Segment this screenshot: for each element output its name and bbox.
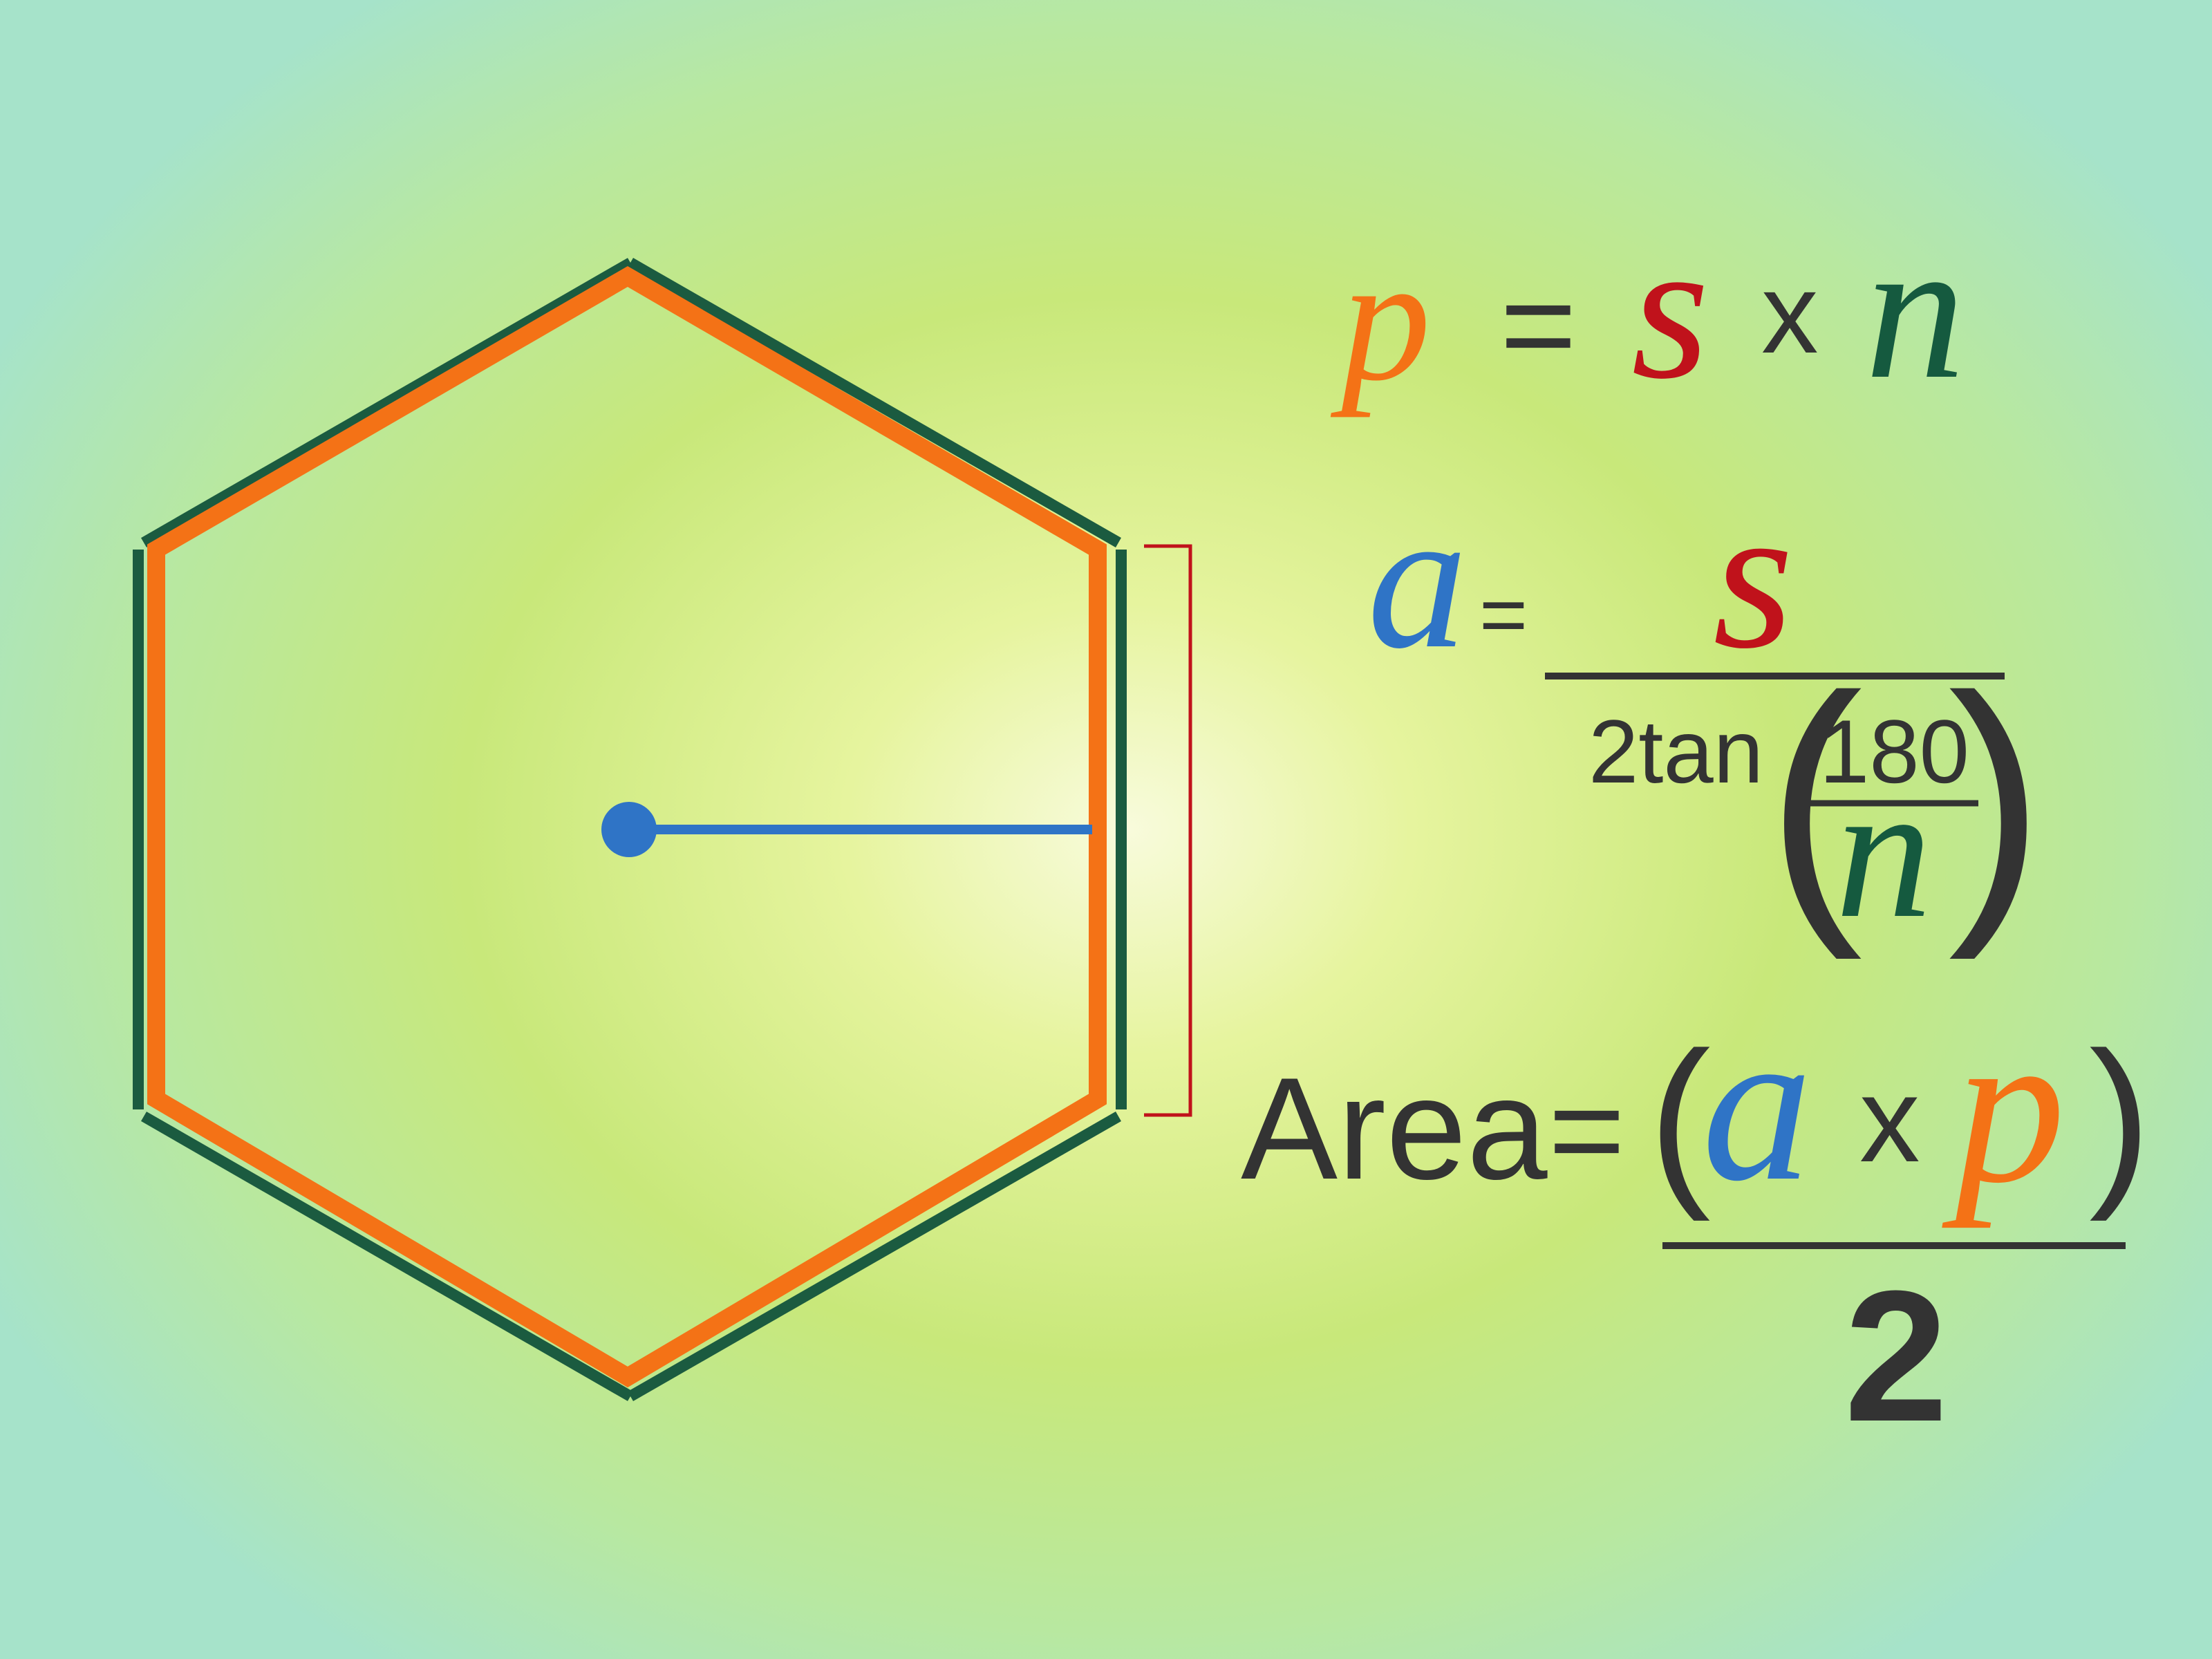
- apothem-symbol-a: a: [1367, 468, 1468, 690]
- area-times: x: [1859, 1053, 1920, 1188]
- area-symbol-a: a: [1702, 982, 1812, 1227]
- apothem-right-paren: ): [1948, 637, 2045, 962]
- hexagon-perimeter: [147, 265, 1107, 1388]
- perimeter-equals: =: [1500, 252, 1577, 398]
- apothem-left-paren: (: [1766, 637, 1863, 962]
- apothem-inner-numerator-180: 180: [1819, 701, 1969, 802]
- apothem-denominator-2tan: 2tan: [1588, 701, 1763, 802]
- area-symbol-p: p: [1941, 984, 2065, 1229]
- perimeter-symbol-n: n: [1865, 198, 1965, 420]
- area-left-paren: (: [1649, 1014, 1711, 1223]
- hexagon-edge-bottom-right: [628, 1112, 1121, 1401]
- apothem-numerator-s: s: [1713, 462, 1794, 691]
- area-right-paren: ): [2089, 1014, 2151, 1223]
- area-formula: Area = ( a x p ) 2: [1241, 982, 2151, 1461]
- area-equals: =: [1548, 1057, 1625, 1203]
- side-length-bracket: [1144, 544, 1192, 1117]
- area-label: Area: [1241, 1047, 1548, 1210]
- hexagon-edge-bottom-left: [141, 1112, 633, 1401]
- area-denominator-2: 2: [1844, 1253, 1948, 1461]
- hexagon-outline: [133, 258, 1127, 1401]
- perimeter-symbol-s: s: [1631, 198, 1709, 420]
- apothem-formula: a = s 2tan ( 180 n ): [1367, 462, 2045, 962]
- perimeter-times: x: [1761, 250, 1819, 377]
- perimeter-symbol-p: p: [1330, 219, 1431, 418]
- apothem-center-dot: [601, 802, 657, 857]
- apothem-inner-denominator-n: n: [1835, 743, 1932, 958]
- hexagon-edge-top-right: [628, 258, 1121, 547]
- apothem-equals: =: [1479, 568, 1528, 661]
- hexagon-edge-top-left: [141, 258, 633, 547]
- perimeter-formula: p = s x n: [1330, 198, 1965, 420]
